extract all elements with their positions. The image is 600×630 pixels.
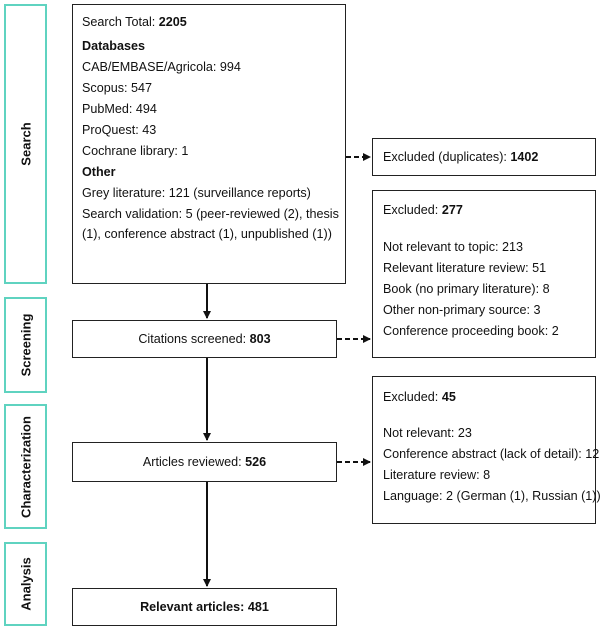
database-row: ProQuest: 43 [82,123,157,137]
exclusion-reason: Not relevant to topic: 213 [383,240,524,254]
excluded-review-count: 45 [441,390,456,404]
database-row: CAB/EMBASE/Agricola: 994 [82,60,241,74]
reviewed-count: 526 [245,455,267,469]
excluded-screening-count: 277 [441,203,463,217]
excluded-duplicates-label: Excluded (duplicates): [383,150,507,164]
exclusion-reason: Not relevant: 23 [383,426,472,440]
screened-label: Citations screened: [138,332,247,346]
exclusion-reason: Conference proceeding book: 2 [383,324,559,338]
reviewed-label: Articles reviewed: [142,455,242,469]
other-heading: Other [82,165,116,179]
excluded-screening-box: Excluded: 277 Not relevant to topic: 213… [372,190,596,358]
excluded-review-label: Excluded: [383,390,439,404]
other-row: Grey literature: 121 (surveillance repor… [82,186,311,200]
excluded-screening-label: Excluded: [383,203,439,217]
phase-screening: Screening [4,297,47,393]
screened-count: 803 [249,332,271,346]
other-row: Search validation: 5 (peer-reviewed (2),… [82,207,339,221]
exclusion-reason: Relevant literature review: 51 [383,261,547,275]
exclusion-reason: Conference abstract (lack of detail): 12 [383,447,600,461]
search-box: Search Total: 2205 Databases CAB/EMBASE/… [72,4,346,284]
phase-characterization: Characterization [4,404,47,529]
phase-analysis: Analysis [4,542,47,626]
search-total: Search Total: 2205 [82,15,187,29]
exclusion-reason: Language: 2 (German (1), Russian (1)) [383,489,600,503]
excluded-duplicates-box: Excluded (duplicates): 1402 [372,138,596,176]
relevant-count: 481 [247,600,269,614]
exclusion-reason: Literature review: 8 [383,468,491,482]
excluded-review-box: Excluded: 45 Not relevant: 23 Conference… [372,376,600,524]
database-row: PubMed: 494 [82,102,157,116]
database-row: Scopus: 547 [82,81,153,95]
excluded-duplicates-count: 1402 [510,150,539,164]
relevant-label: Relevant articles: [140,600,245,614]
other-row: (1), conference abstract (1), unpublishe… [82,227,332,241]
phase-search: Search [4,4,47,284]
screened-box: Citations screened: 803 [72,320,337,358]
exclusion-reason: Other non-primary source: 3 [383,303,541,317]
exclusion-reason: Book (no primary literature): 8 [383,282,550,296]
reviewed-box: Articles reviewed: 526 [72,442,337,482]
databases-heading: Databases [82,39,146,53]
database-row: Cochrane library: 1 [82,144,189,158]
relevant-box: Relevant articles: 481 [72,588,337,626]
